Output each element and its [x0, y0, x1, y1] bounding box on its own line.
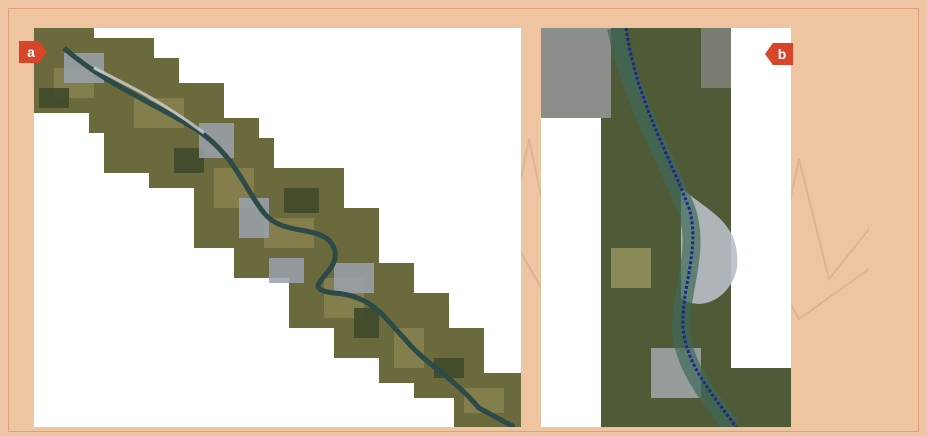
river-mosaic-map: [34, 28, 521, 427]
figure-frame: a b: [8, 8, 919, 432]
river-strip-map: [541, 28, 791, 427]
panel-b-label: b: [765, 43, 793, 65]
panel-a-aerial-mosaic: [34, 28, 521, 427]
panel-a-label: a: [19, 41, 47, 63]
panel-b-aerial-strip: [541, 28, 791, 427]
